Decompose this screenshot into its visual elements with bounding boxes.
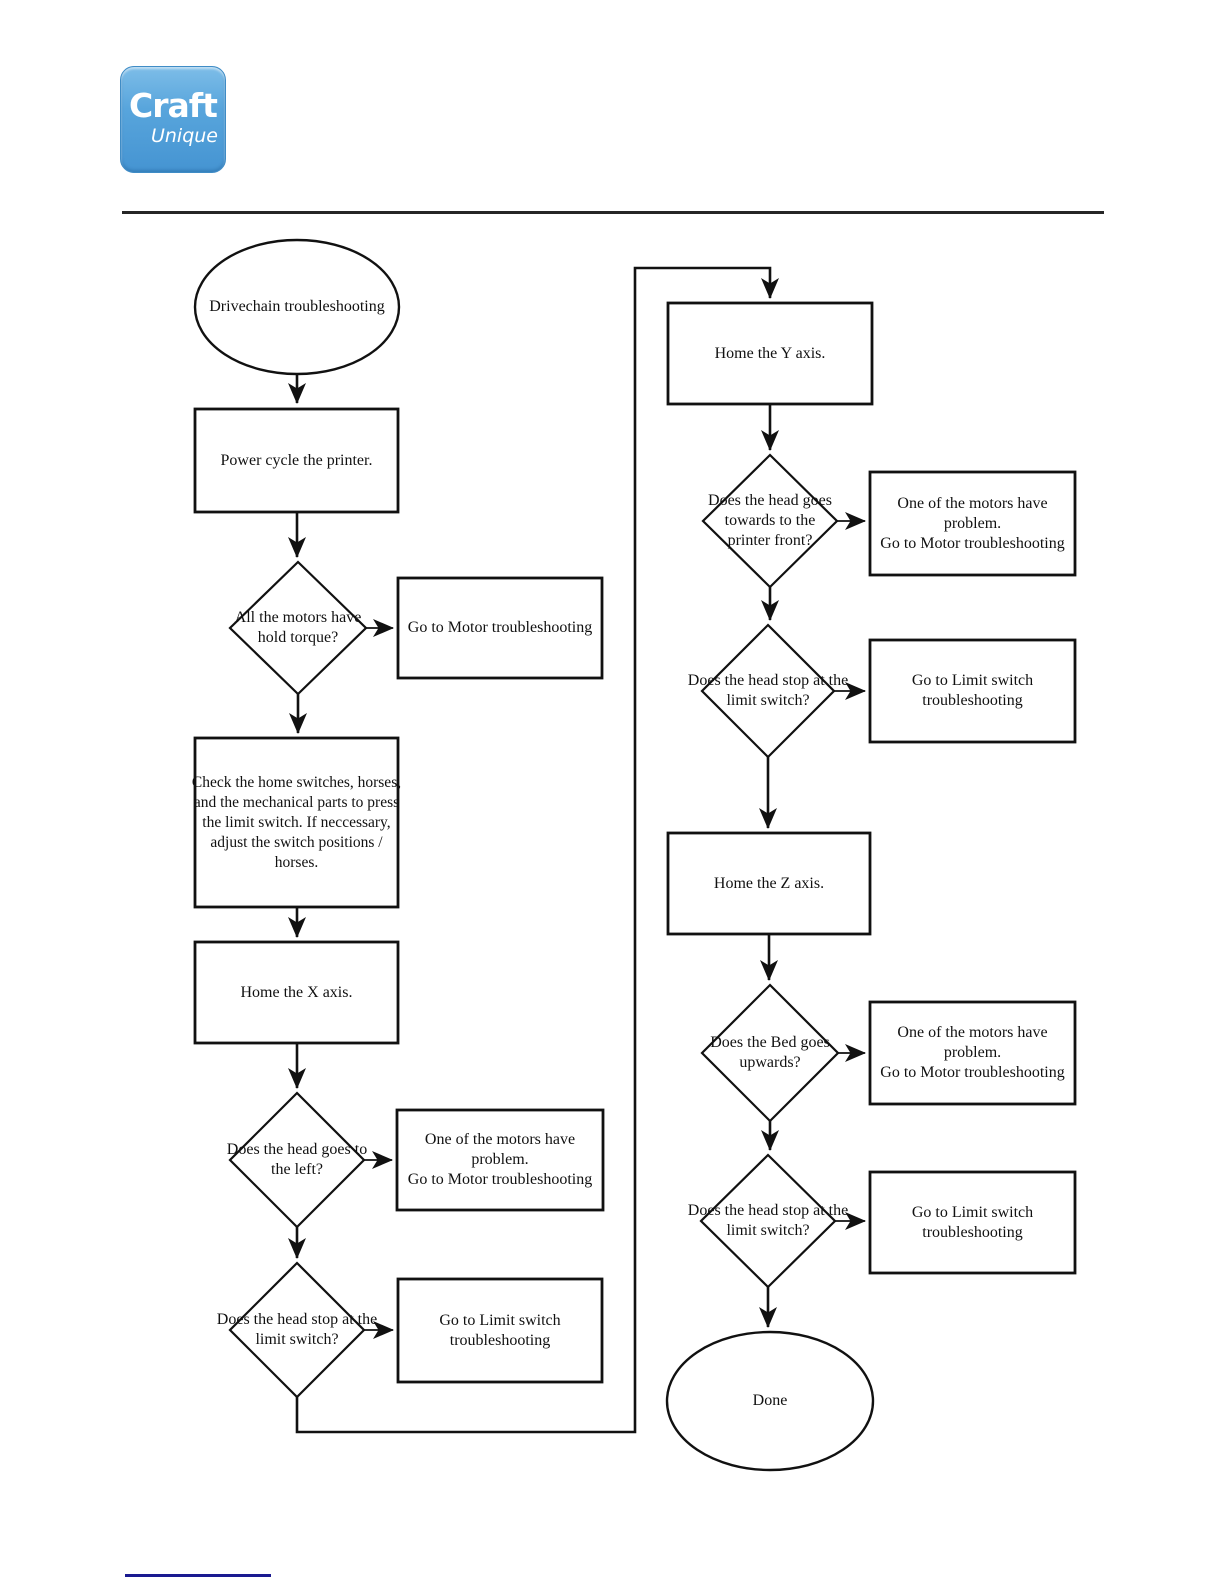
done-terminator-label: Done bbox=[752, 1392, 788, 1409]
decision-head-left-label: Does the head goes to the left? bbox=[226, 1141, 368, 1178]
process-limit-ts-x-shape bbox=[396, 1277, 604, 1384]
process-motor-problem-x-shape bbox=[395, 1108, 605, 1212]
process-limit-ts-y-shape bbox=[868, 638, 1077, 744]
process-home-x-shape bbox=[193, 940, 400, 1045]
decision-hold-torque-label: All the motors have hold torque? bbox=[234, 609, 362, 646]
process-check-switches-label: Check the home switches, horses, and the… bbox=[191, 773, 402, 871]
process-motor-problem-z-shape bbox=[868, 1000, 1077, 1106]
process-motor-problem-y-shape bbox=[868, 470, 1077, 577]
process-motor-problem-z-label: One of the motors have problem. Go to Mo… bbox=[880, 1024, 1065, 1081]
process-motor-ts-1-shape bbox=[396, 576, 604, 680]
process-power-cycle-label: Power cycle the printer. bbox=[220, 451, 373, 469]
decision-limit-stop-x-label: Does the head stop at the limit switch? bbox=[216, 1311, 378, 1348]
process-limit-ts-x-label: Go to Limit switch troubleshooting bbox=[439, 1311, 561, 1349]
decision-limit-stop-y-label: Does the head stop at the limit switch? bbox=[687, 672, 849, 709]
connector-column1-to-homey bbox=[295, 266, 779, 1434]
process-check-switches-shape bbox=[193, 736, 400, 909]
process-motor-problem-x-label: One of the motors have problem. Go to Mo… bbox=[407, 1131, 593, 1188]
craftunique-logo: Craft Unique bbox=[120, 66, 226, 173]
process-home-x-label: Home the X axis. bbox=[240, 983, 353, 1001]
process-limit-ts-z-shape bbox=[868, 1170, 1077, 1275]
process-home-z-shape bbox=[666, 831, 872, 936]
decision-limit-stop-z-label: Does the head stop at the limit switch? bbox=[687, 1202, 849, 1239]
decision-bed-up-label: Does the Bed goes upwards? bbox=[710, 1034, 830, 1071]
logo-craft-text: Craft bbox=[129, 86, 218, 125]
process-motor-ts-1-label: Go to Motor troubleshooting bbox=[407, 619, 593, 636]
header-divider bbox=[122, 211, 1104, 214]
process-limit-ts-z-label: Go to Limit switch troubleshooting bbox=[911, 1203, 1034, 1241]
footer-link-underline bbox=[125, 1574, 271, 1577]
process-home-y-label: Home the Y axis. bbox=[714, 344, 826, 362]
process-limit-ts-y-label: Go to Limit switch troubleshooting bbox=[911, 672, 1034, 709]
logo-unique-text: Unique bbox=[150, 125, 218, 147]
decision-head-front-label: Does the head goes towards to the printe… bbox=[708, 492, 832, 549]
process-motor-problem-y-label: One of the motors have problem. Go to Mo… bbox=[880, 494, 1065, 552]
start-terminator-label: Drivechain troubleshooting bbox=[209, 298, 385, 315]
done-terminator-shape bbox=[665, 1330, 875, 1472]
process-home-z-label: Home the Z axis. bbox=[713, 874, 825, 892]
